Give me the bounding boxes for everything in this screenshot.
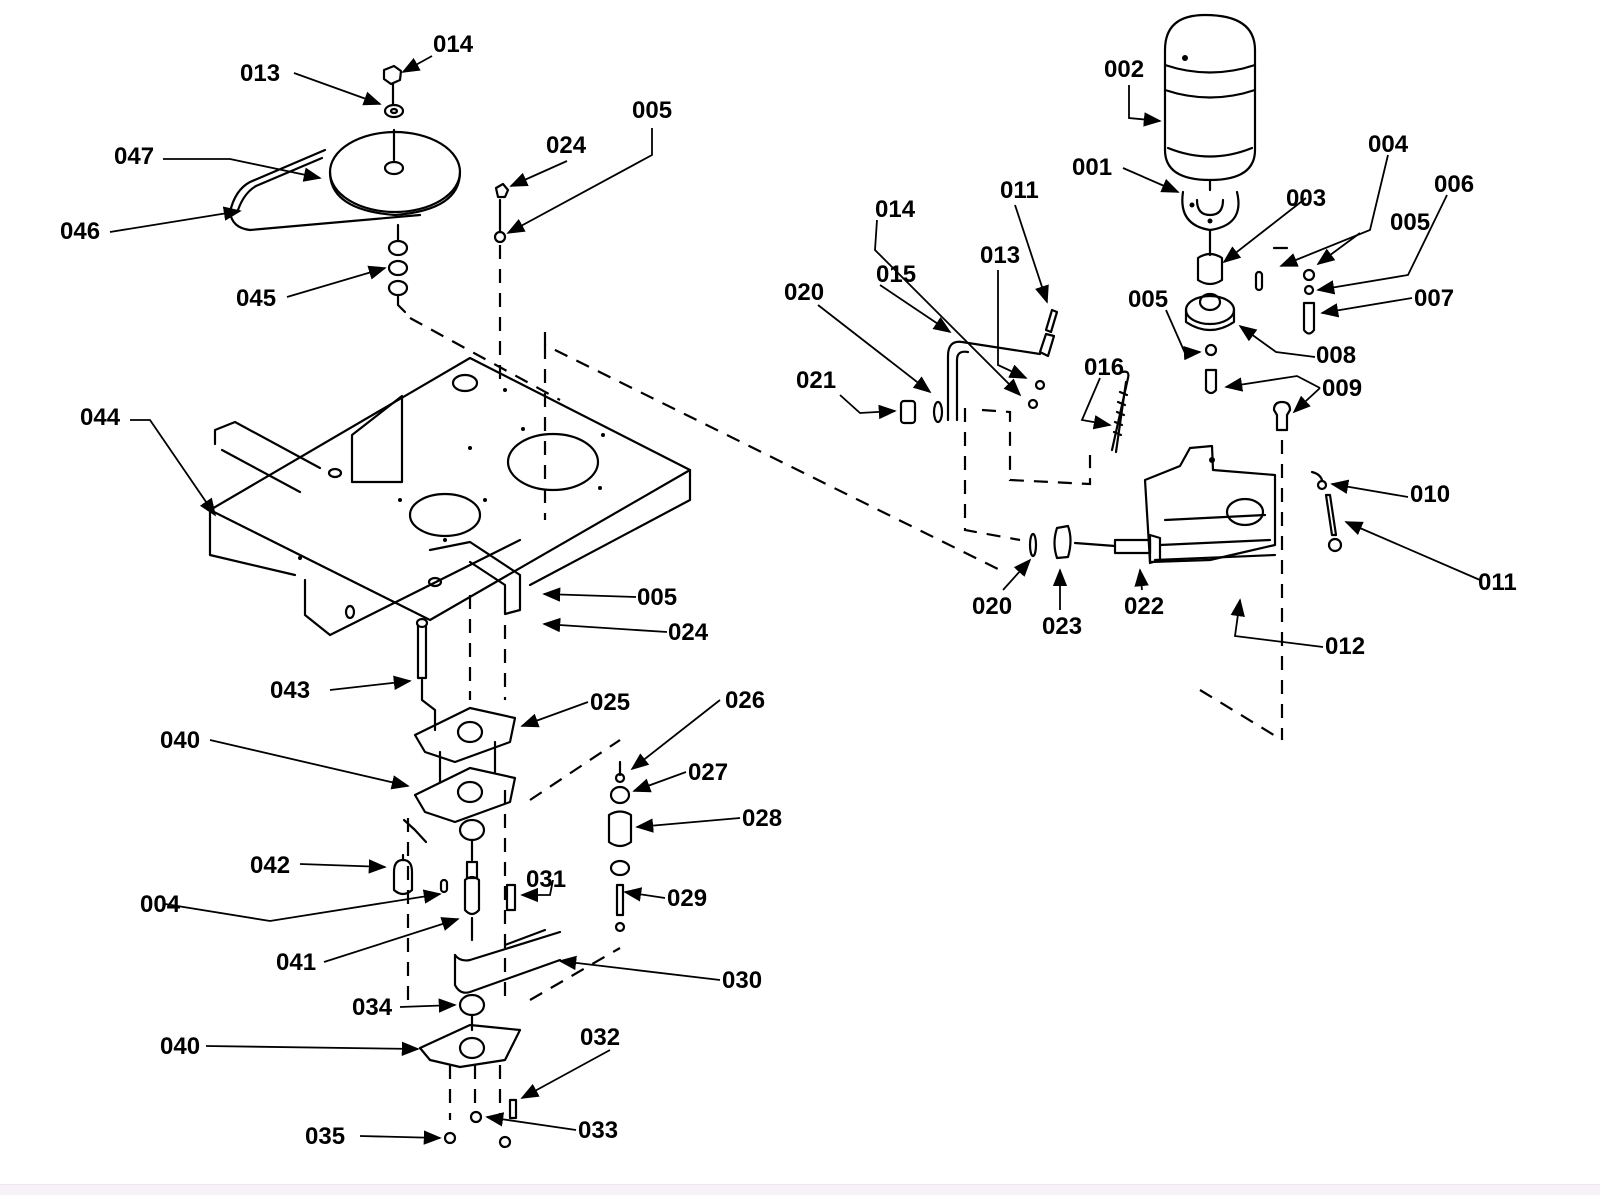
base-plate-icon (208, 356, 692, 637)
callout-label: 010 (1410, 481, 1450, 508)
small-parts-icon (392, 853, 517, 912)
assembly-guide-lines-right (963, 408, 1284, 741)
lower-plate-icon (418, 993, 522, 1149)
callout-label: 032 (580, 1024, 620, 1051)
motor-bracket-icon (1143, 444, 1277, 564)
callout-label: 005 (1128, 286, 1168, 313)
flange-icon (1181, 190, 1240, 232)
callout-label: 042 (250, 852, 290, 879)
bearing-column-icon (607, 760, 633, 933)
callout-label: 024 (546, 132, 587, 159)
callout-label: 005 (632, 97, 672, 124)
small-nut-icon (493, 182, 510, 380)
motor-icon (1163, 13, 1257, 192)
callout-label: 026 (725, 687, 765, 714)
callout-label: 020 (972, 593, 1012, 620)
callout-label: 005 (1390, 209, 1430, 236)
pin-icon (415, 617, 437, 732)
lever-icon (899, 308, 1130, 454)
callout-label: 024 (668, 619, 709, 646)
callout-label: 028 (742, 805, 782, 832)
callout-label: 047 (114, 143, 154, 170)
callout-label: 009 (1322, 375, 1362, 402)
callout-label: 002 (1104, 56, 1144, 83)
assembly-guide-lines (406, 317, 1001, 1120)
coupling-icon (1196, 228, 1224, 286)
bracket-icon (453, 928, 562, 994)
callout-label: 008 (1316, 342, 1356, 369)
bottom-strip (0, 1184, 1600, 1195)
callout-label: 033 (578, 1117, 618, 1144)
callout-label: 031 (526, 866, 566, 893)
key-washer-icon (1254, 246, 1316, 335)
callout-label: 007 (1414, 285, 1454, 312)
pulley-icon (228, 128, 462, 232)
callout-label: 030 (722, 967, 762, 994)
callout-label: 016 (1084, 354, 1124, 381)
mount-plate-icon (402, 706, 517, 844)
spring-icon (1310, 470, 1343, 553)
washer-stack-icon (387, 223, 409, 314)
drive-pulley-icon (1184, 292, 1236, 332)
callout-label: 003 (1286, 185, 1326, 212)
callout-labels: 014 013 047 046 045 024 005 044 005 024 … (60, 31, 1517, 1150)
callout-label: 020 (784, 279, 824, 306)
callout-label: 022 (1124, 593, 1164, 620)
callout-label: 014 (433, 31, 474, 58)
callout-label: 029 (667, 885, 707, 912)
callout-label: 005 (637, 584, 677, 611)
callout-label: 021 (796, 367, 836, 394)
callout-label: 046 (60, 218, 100, 245)
callout-label: 043 (270, 677, 310, 704)
callout-label: 012 (1325, 633, 1365, 660)
nut-icon (382, 64, 405, 119)
callout-label: 023 (1042, 613, 1082, 640)
callout-label: 004 (1368, 131, 1409, 158)
callout-label: 014 (875, 196, 916, 223)
callout-label: 025 (590, 689, 630, 716)
roller-bolt-icon (1028, 524, 1162, 565)
callout-label: 011 (1000, 177, 1039, 204)
callout-label: 027 (688, 759, 728, 786)
shaft-icon (458, 818, 486, 942)
callout-label: 035 (305, 1123, 345, 1150)
callout-label: 044 (80, 404, 121, 431)
callout-label: 013 (240, 60, 280, 87)
callout-label: 015 (876, 261, 916, 288)
callout-label: 034 (352, 994, 393, 1021)
callout-label: 013 (980, 242, 1020, 269)
callout-label: 045 (236, 285, 276, 312)
callout-label: 001 (1072, 154, 1112, 181)
callout-label: 006 (1434, 171, 1474, 198)
callout-label: 011 (1478, 569, 1517, 596)
callout-label: 041 (276, 949, 316, 976)
callout-label: 040 (160, 727, 200, 754)
bolt-icon (1204, 343, 1292, 432)
callout-label: 040 (160, 1033, 200, 1060)
callout-label: 004 (140, 891, 181, 918)
leader-lines (109, 55, 1481, 1145)
